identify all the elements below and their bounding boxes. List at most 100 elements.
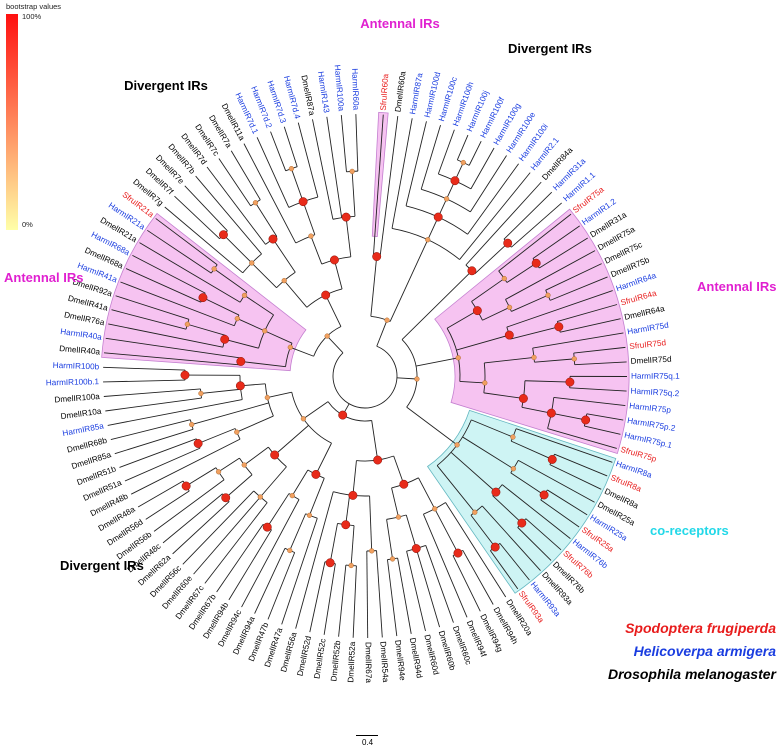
bootstrap-node-weak — [264, 394, 270, 401]
leaf-branch — [172, 501, 230, 555]
leaf-label: HarmIR75q.1 — [631, 372, 680, 381]
internal-branch — [492, 495, 523, 524]
bootstrap-node-weak — [384, 317, 390, 323]
bootstrap-node-weak — [545, 292, 551, 298]
bootstrap-node-weak — [198, 390, 204, 397]
leaf-label: SfruIR75d — [629, 338, 667, 351]
internal-branch — [185, 467, 217, 487]
leaf-branch — [540, 499, 580, 528]
leaf-branch — [499, 543, 530, 581]
bootstrap-node-weak — [211, 266, 217, 272]
bootstrap-node-weak — [241, 292, 248, 298]
internal-branch — [267, 391, 292, 399]
internal-branch — [506, 262, 537, 283]
bootstrap-node-strong — [348, 490, 358, 500]
leaf-branch — [326, 116, 343, 218]
bootstrap-node-weak — [252, 200, 259, 206]
internal-branch — [325, 294, 342, 327]
leaf-branch — [206, 166, 266, 245]
leaf-branch — [309, 561, 326, 633]
bootstrap-node-weak — [432, 506, 438, 512]
bootstrap-node-weak — [472, 509, 478, 515]
leaf-branch — [406, 551, 426, 632]
leaf-branch — [114, 428, 194, 455]
bootstrap-node-strong — [517, 518, 527, 528]
internal-branch — [326, 335, 344, 354]
bootstrap-node-weak — [425, 237, 431, 243]
internal-branch — [534, 358, 575, 363]
bootstrap-node-strong — [235, 381, 245, 391]
bootstrap-node-weak — [287, 344, 293, 350]
internal-branch — [236, 415, 274, 433]
internal-branch — [283, 280, 308, 308]
internal-branch — [462, 436, 514, 470]
internal-branch — [197, 428, 236, 444]
internal-branch — [213, 268, 248, 293]
internal-branch — [315, 442, 332, 475]
bootstrap-node-strong — [539, 490, 549, 500]
leaf-branch — [340, 115, 347, 172]
bootstrap-node-weak — [324, 333, 330, 339]
group-label-antennal-top: Antennal IRs — [360, 16, 439, 31]
bootstrap-node-strong — [311, 469, 321, 479]
bootstrap-node-strong — [491, 487, 501, 497]
internal-branch — [272, 238, 296, 273]
leaf-branch — [254, 548, 286, 614]
scale-bar-label: 0.4 — [362, 738, 374, 747]
internal-branch — [434, 508, 459, 554]
group-label-antennal-right: Antennal IRs — [697, 279, 776, 294]
leaf-branch — [228, 529, 272, 601]
bootstrap-node-strong — [565, 377, 575, 387]
internal-branch — [511, 294, 549, 312]
leaf-label: DmelIR67a — [364, 642, 373, 683]
group-label-divergent-top-right: Divergent IRs — [508, 41, 592, 56]
leaf-branch — [503, 191, 553, 240]
leaf-branch — [267, 552, 296, 620]
leaf-label: DmelIR52c — [312, 638, 327, 679]
leaf-branch — [498, 213, 572, 272]
node-arc — [291, 392, 332, 444]
bootstrap-node-strong — [433, 212, 443, 222]
internal-branch — [470, 514, 496, 548]
leaf-branch — [270, 131, 287, 171]
bootstrap-node-strong — [236, 357, 246, 366]
leaf-branch — [281, 518, 318, 625]
leaf-branch — [204, 502, 268, 584]
internal-branch — [264, 330, 293, 344]
internal-branch — [521, 406, 552, 414]
leaf-branch — [547, 489, 588, 516]
leaf-branch — [557, 304, 618, 322]
leaf-branch — [105, 397, 202, 412]
leaf-branch — [164, 206, 244, 274]
leaf-branch — [405, 121, 427, 206]
leaf-label: DmelIR52a — [346, 641, 357, 683]
leaf-branch — [574, 361, 627, 366]
bootstrap-node-weak — [414, 376, 420, 382]
leaf-branch — [195, 175, 262, 255]
internal-branch — [333, 259, 343, 290]
bootstrap-node-strong — [399, 479, 409, 489]
leaf-branch — [182, 490, 255, 565]
leaf-branch — [573, 346, 626, 354]
bootstrap-node-weak — [262, 328, 268, 334]
bootstrap-node-weak — [281, 278, 287, 284]
bootstrap-node-strong — [554, 322, 564, 332]
leaf-branch — [153, 479, 225, 532]
bootstrap-node-strong — [450, 176, 460, 186]
internal-branch — [225, 474, 253, 499]
bootstrap-node-weak — [257, 494, 263, 500]
internal-branch — [224, 338, 259, 349]
leaf-branch — [452, 555, 481, 612]
branch-layer — [103, 114, 628, 638]
leaf-label: DmelIR75d — [630, 355, 672, 366]
internal-branch — [405, 514, 417, 549]
leaf-label: DmelIR60a — [393, 70, 407, 112]
leaf-branch — [547, 428, 617, 449]
leaf-label: DmelIR41a — [67, 294, 109, 313]
bootstrap-node-weak — [289, 493, 295, 499]
leaf-branch — [132, 255, 206, 294]
leaf-branch — [218, 158, 252, 207]
leaf-branch — [397, 558, 412, 634]
internal-branch — [371, 420, 379, 461]
